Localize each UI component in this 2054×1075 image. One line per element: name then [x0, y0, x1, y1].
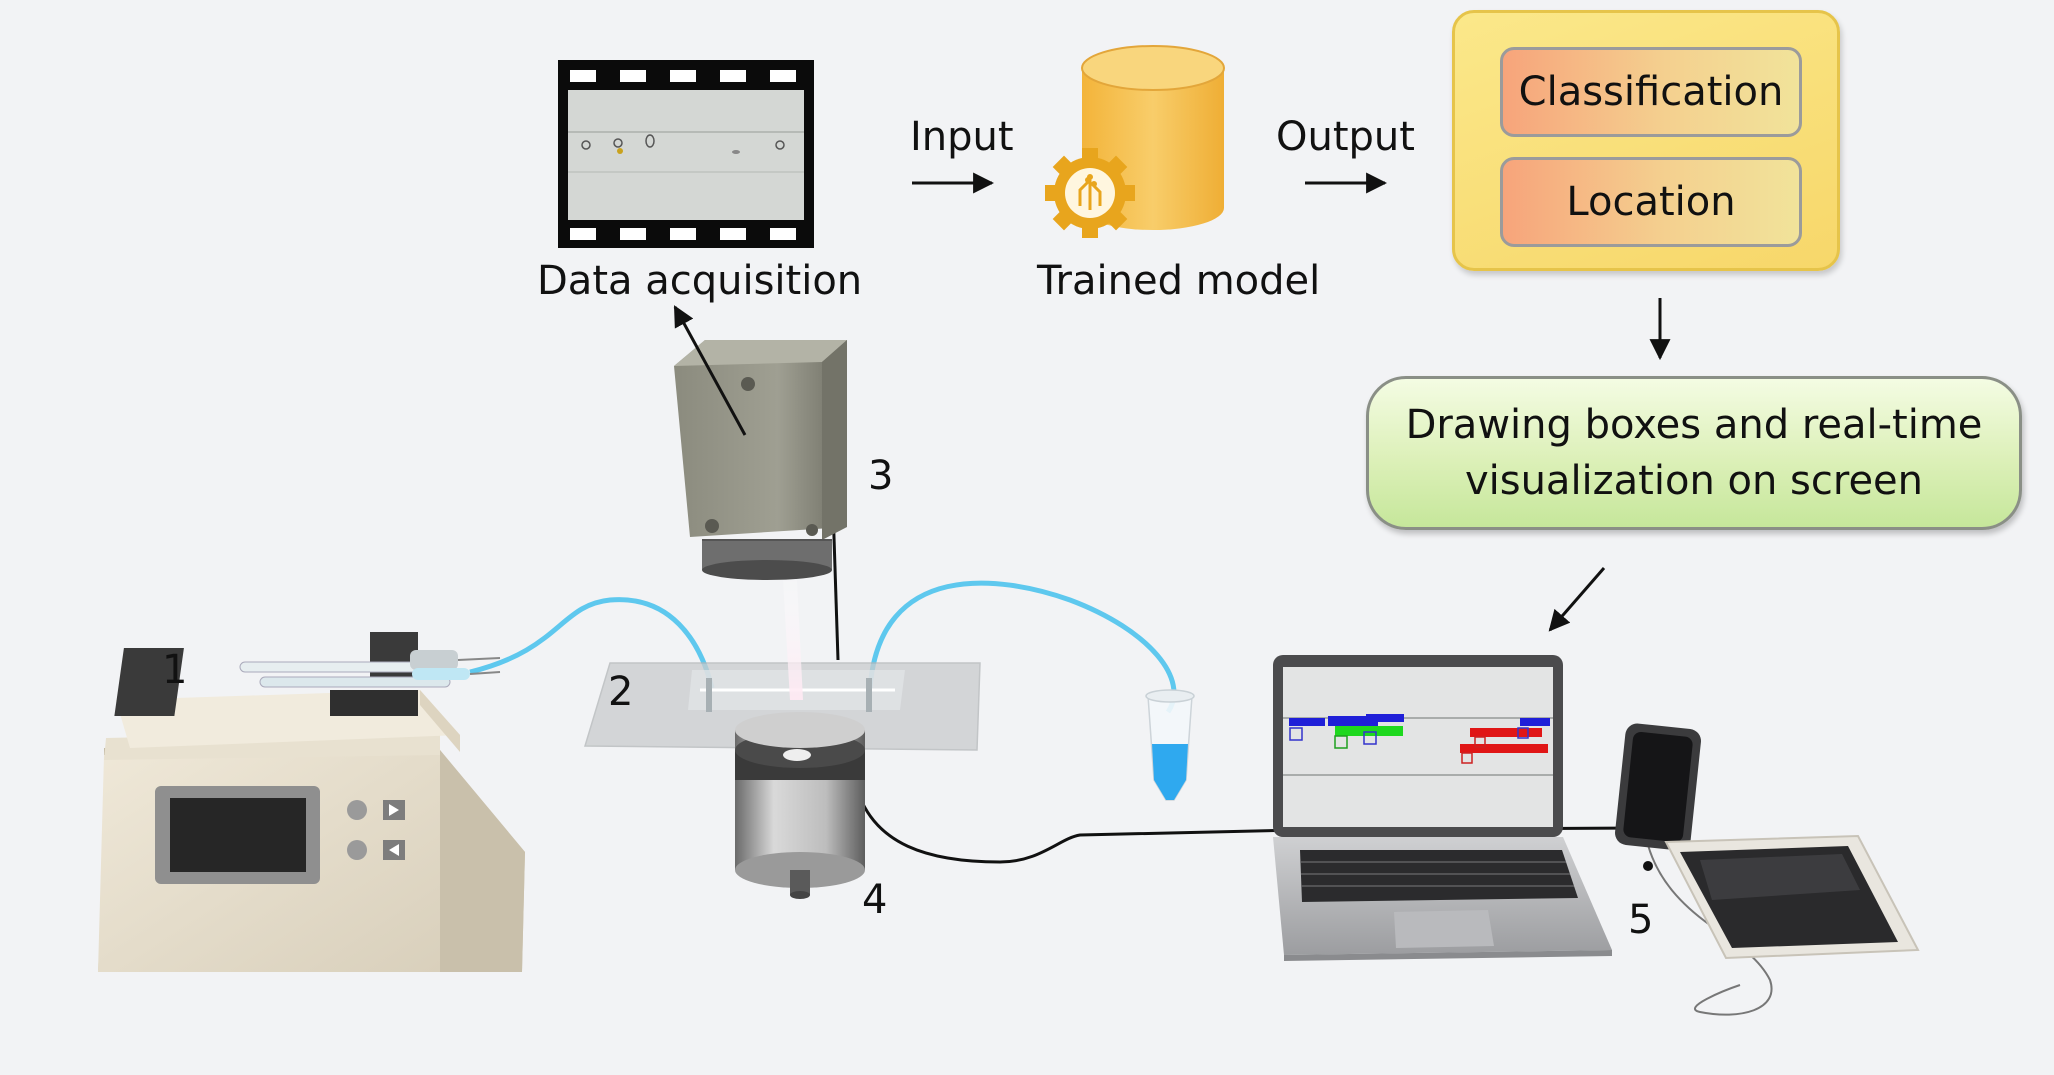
visualization-box: Drawing boxes and real-time visualizatio… — [1366, 376, 2022, 530]
tablet — [1664, 834, 1920, 960]
output-label: Output — [1276, 114, 1415, 160]
visualization-line-1: Drawing boxes and real-time — [1405, 402, 1983, 448]
syringe-pump — [98, 632, 525, 972]
label-chip-2: 2 — [608, 669, 634, 715]
objective — [735, 712, 865, 899]
smartphone — [1615, 723, 1701, 871]
collection-tube — [1145, 689, 1195, 801]
label-device-5: 5 — [1628, 897, 1654, 943]
usb-cable — [860, 801, 1641, 864]
light-beam — [783, 580, 803, 700]
tablet-cable — [1647, 844, 1773, 1016]
label-camera-3: 3 — [868, 453, 894, 499]
label-pump-1: 1 — [162, 647, 188, 693]
gear-icon — [1045, 148, 1135, 238]
film-strip-icon — [558, 60, 814, 248]
laptop-arrow — [1548, 567, 1606, 632]
inlet-tubing — [469, 597, 715, 689]
laptop — [1273, 655, 1612, 961]
location-pill: Location — [1500, 157, 1802, 247]
output-box: Classification Location — [1452, 10, 1840, 271]
classification-pill: Classification — [1500, 47, 1802, 137]
acquisition-arrow — [673, 305, 747, 436]
trained-model-label: Trained model — [1037, 258, 1321, 304]
camera — [674, 340, 847, 580]
visualization-line-2: visualization on screen — [1464, 458, 1924, 504]
data-acquisition-label: Data acquisition — [537, 258, 863, 304]
label-objective-4: 4 — [862, 877, 888, 923]
outlet-tubing — [867, 580, 1177, 714]
input-label: Input — [910, 114, 1014, 160]
